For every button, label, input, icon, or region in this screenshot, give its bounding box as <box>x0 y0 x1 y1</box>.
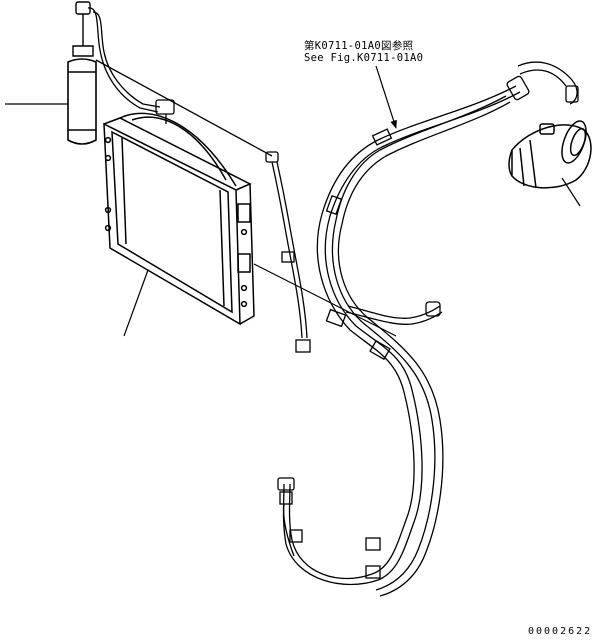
reference-note-en: See Fig.K0711-01A0 <box>304 52 424 64</box>
reference-note-jp: 第K0711-01A0図参照 <box>304 40 414 52</box>
condenser <box>103 112 397 337</box>
compressor <box>508 120 592 207</box>
suction-discharge-hoses <box>277 61 579 597</box>
drawing-number: 00002622 <box>528 626 593 637</box>
liquid-hose <box>265 151 311 353</box>
callout-arrow <box>375 65 397 129</box>
drier-hose <box>87 7 273 157</box>
receiver-drier <box>5 1 97 145</box>
